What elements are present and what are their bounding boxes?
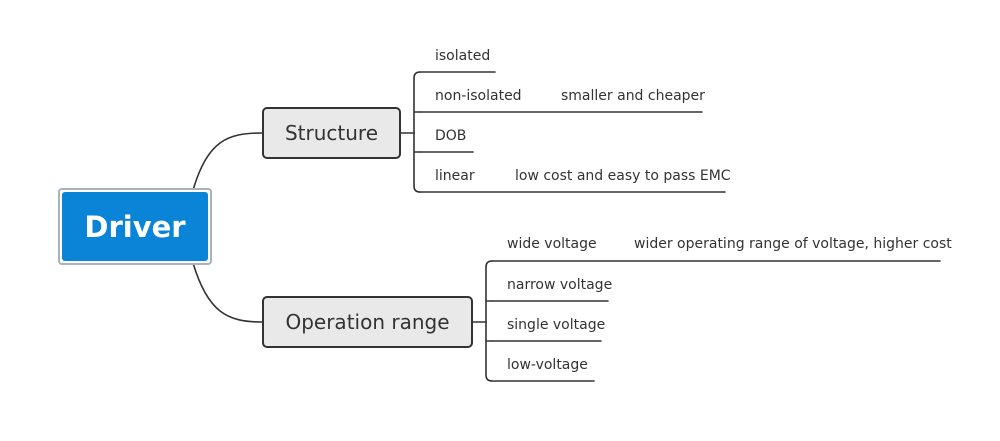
subtopic-linear[interactable]: linear	[435, 168, 475, 184]
subtopic-isolated[interactable]: isolated	[435, 48, 491, 64]
bracket-structure-top	[413, 71, 421, 134]
bracket-structure-bottom	[413, 132, 421, 193]
note-wide-voltage[interactable]: wider operating range of voltage, higher…	[634, 236, 952, 252]
note-linear[interactable]: low cost and easy to pass EMC	[515, 168, 731, 184]
bracket-operation-bottom	[485, 321, 493, 382]
connector-root-structure	[192, 132, 263, 191]
bracket-operation-top	[485, 260, 493, 323]
note-non-isolated[interactable]: smaller and cheaper	[561, 88, 705, 104]
subtopic-low-voltage[interactable]: low-voltage	[507, 357, 588, 373]
topic-structure[interactable]: Structure	[262, 107, 401, 159]
root-node[interactable]: Driver	[62, 192, 208, 261]
connector-root-operation	[192, 262, 263, 323]
subtopic-dob[interactable]: DOB	[435, 128, 467, 144]
topic-operation-range[interactable]: Operation range	[262, 296, 473, 348]
subtopic-narrow-voltage[interactable]: narrow voltage	[507, 277, 613, 293]
subtopic-single-voltage[interactable]: single voltage	[507, 317, 606, 333]
subtopic-wide-voltage[interactable]: wide voltage	[507, 236, 597, 252]
subtopic-non-isolated[interactable]: non-isolated	[435, 88, 522, 104]
